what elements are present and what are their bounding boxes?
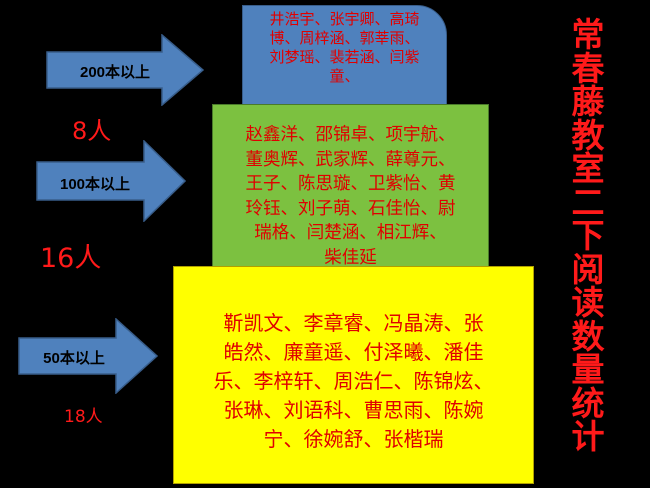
count-50: 18人 (64, 407, 103, 427)
arrow-100-label: 100本以上 (59, 176, 131, 193)
names-line: 博、周梓涵、郭莘雨、 (269, 29, 420, 47)
count-200: 8人 (72, 117, 112, 145)
title-char: 常 (571, 15, 605, 54)
names-line: 宁、徐婉舒、张楷瑞 (263, 427, 444, 451)
title-char: 阅 (571, 249, 605, 289)
title-char: 春 (571, 48, 605, 88)
title-char: 藤 (571, 82, 605, 121)
names-line: 赵鑫洋、邵锦卓、项宇航、 (245, 125, 456, 145)
title-char: 数 (571, 316, 605, 356)
names-line: 董奥辉、武家辉、薛尊元、 (245, 149, 456, 170)
title-char: 统 (571, 383, 605, 423)
title-char: 下 (571, 216, 605, 255)
names-line: 皓然、廉童遥、付泽曦、潘佳 (223, 340, 484, 364)
title-char: 教 (571, 115, 605, 155)
names-line: 张琳、刘语科、曹思雨、陈婉 (223, 398, 484, 422)
names-line: 乐、李梓轩、周浩仁、陈锦炫、 (213, 369, 494, 393)
arrow-50-label: 50本以上 (43, 350, 105, 367)
title-char: 量 (571, 350, 605, 389)
arrow-50 (18, 318, 158, 394)
names-line: 靳凯文、李章睿、冯晶涛、张 (223, 311, 484, 335)
names-box-50: 靳凯文、李章睿、冯晶涛、张 皓然、廉童遥、付泽曦、潘佳 乐、李梓轩、周浩仁、陈锦… (173, 266, 534, 484)
names-line: 童、 (329, 67, 360, 85)
names-line: 刘梦瑶、裴若涵、闫紫 (269, 48, 420, 66)
names-box-200: 井浩宇、张宇卿、高琦 博、周梓涵、郭莘雨、 刘梦瑶、裴若涵、闫紫 童、 (242, 5, 447, 113)
names-line: 玲钰、刘子萌、石佳怡、尉 (245, 198, 456, 219)
title-char: 二 (571, 182, 605, 222)
slide-title: 常 春 藤 教 室 二 下 阅 读 数 量 统 计 (566, 18, 610, 454)
arrow-200-label: 200本以上 (79, 64, 151, 81)
arrow-100 (36, 140, 186, 222)
names-line: 柴佳延 (324, 247, 377, 268)
names-line: 王子、陈思璇、卫紫怡、黄 (245, 174, 456, 194)
title-char: 计 (571, 417, 605, 456)
title-char: 读 (571, 283, 605, 322)
arrow-200 (46, 34, 204, 106)
count-100: 16人 (40, 243, 102, 274)
names-line: 瑞格、闫楚涵、相江辉、 (254, 223, 447, 243)
names-line: 井浩宇、张宇卿、高琦 (269, 10, 420, 28)
title-char: 室 (571, 149, 605, 188)
names-box-100: 赵鑫洋、邵锦卓、项宇航、 董奥辉、武家辉、薛尊元、 王子、陈思璇、卫紫怡、黄 玲… (212, 104, 489, 274)
